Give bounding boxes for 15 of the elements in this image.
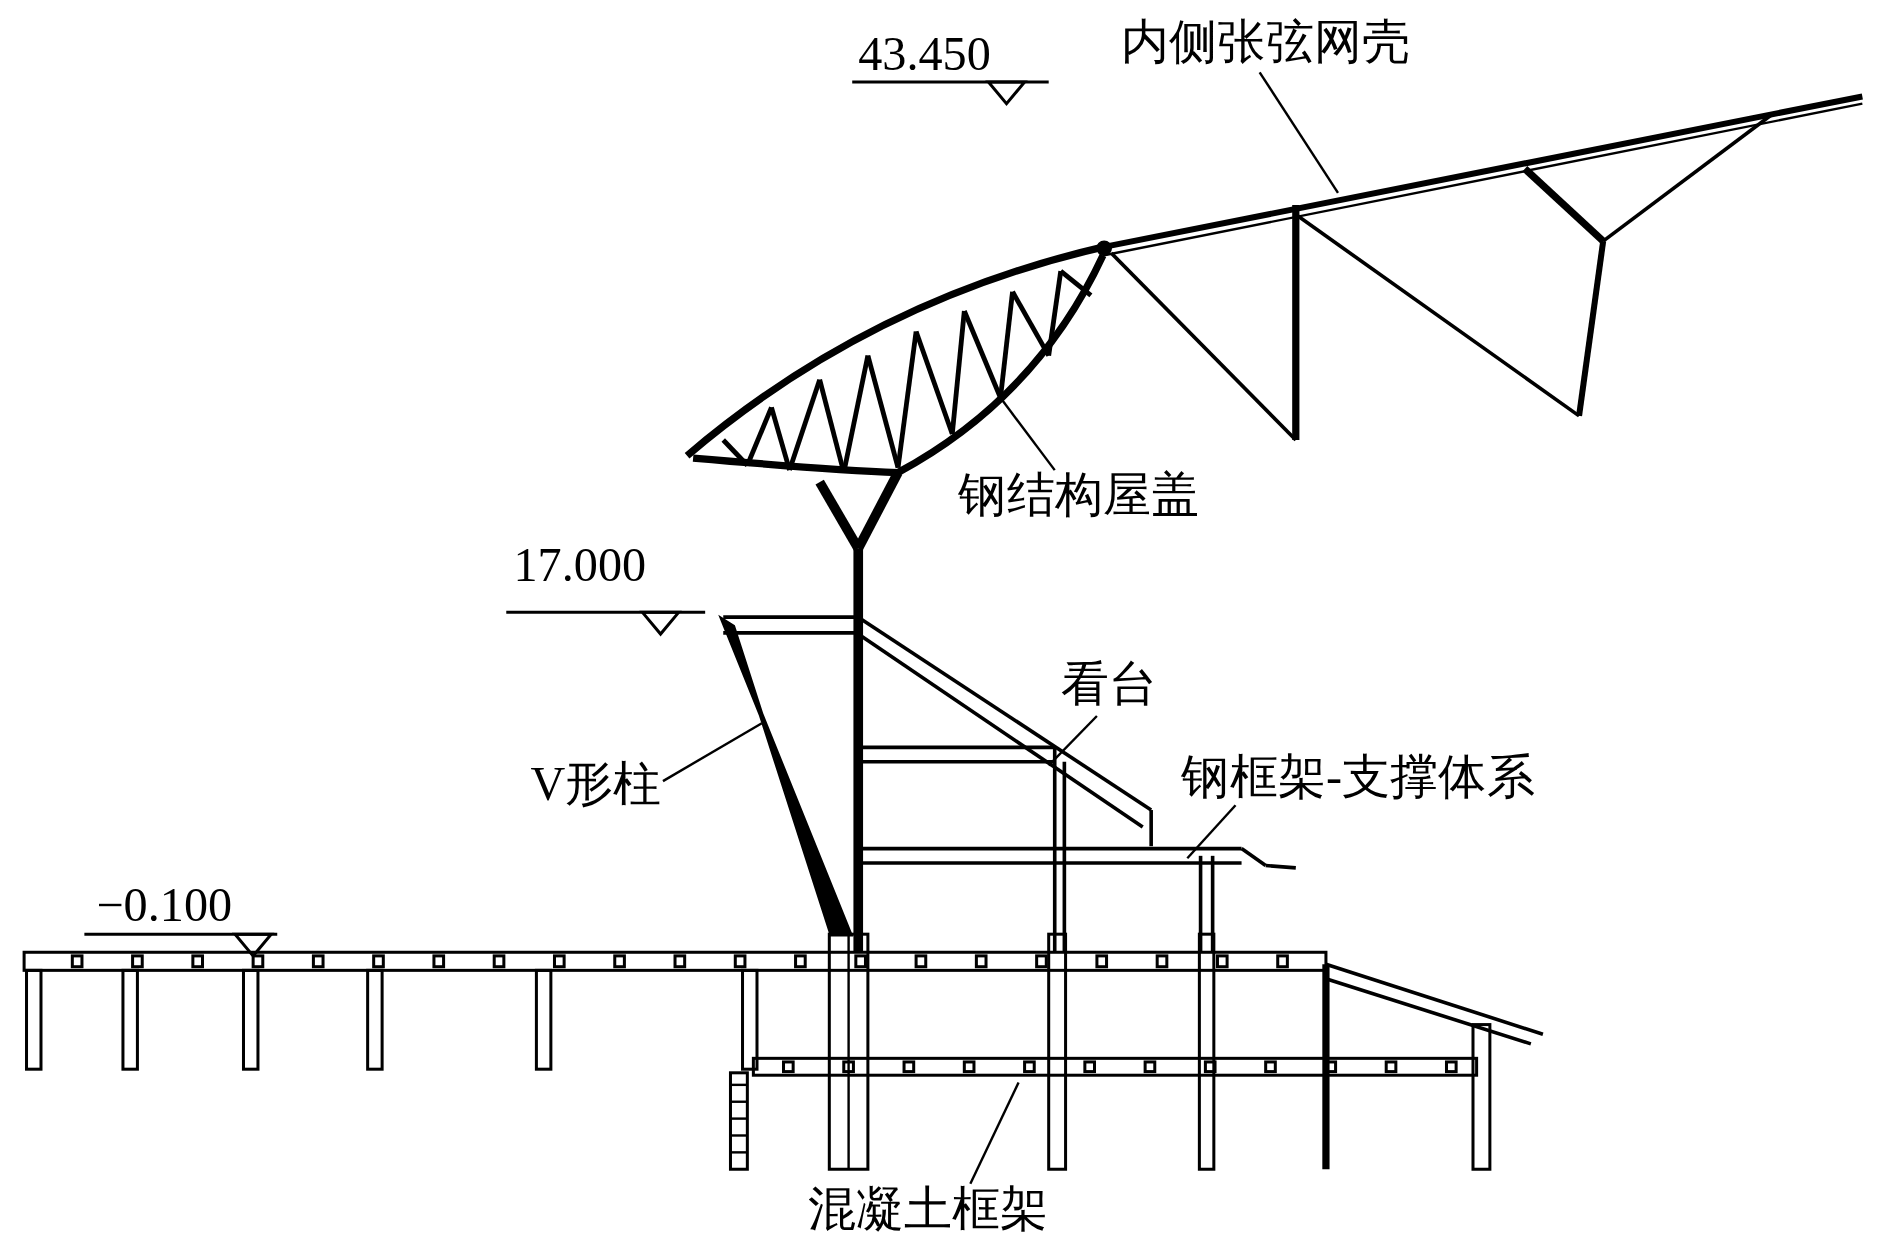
leader-line [969,1081,1020,1185]
part-label: 内侧张弦网壳 [1121,14,1411,70]
part-label: 钢结构屋盖 [958,467,1200,524]
elevation-value: 43.450 [858,26,991,82]
leader-line [999,397,1056,471]
leader-line [1047,715,1098,767]
elevation-value: 17.000 [513,537,647,594]
elevation-value: −0.100 [96,877,233,933]
leader-line [1258,71,1339,194]
leader-line [1186,804,1237,860]
part-label: 混凝土框架 [807,1181,1049,1237]
part-label: V形柱 [530,757,662,813]
part-label: 看台 [1060,656,1158,713]
leader-line [662,722,763,783]
part-label: 钢框架-支撑体系 [1181,749,1535,806]
